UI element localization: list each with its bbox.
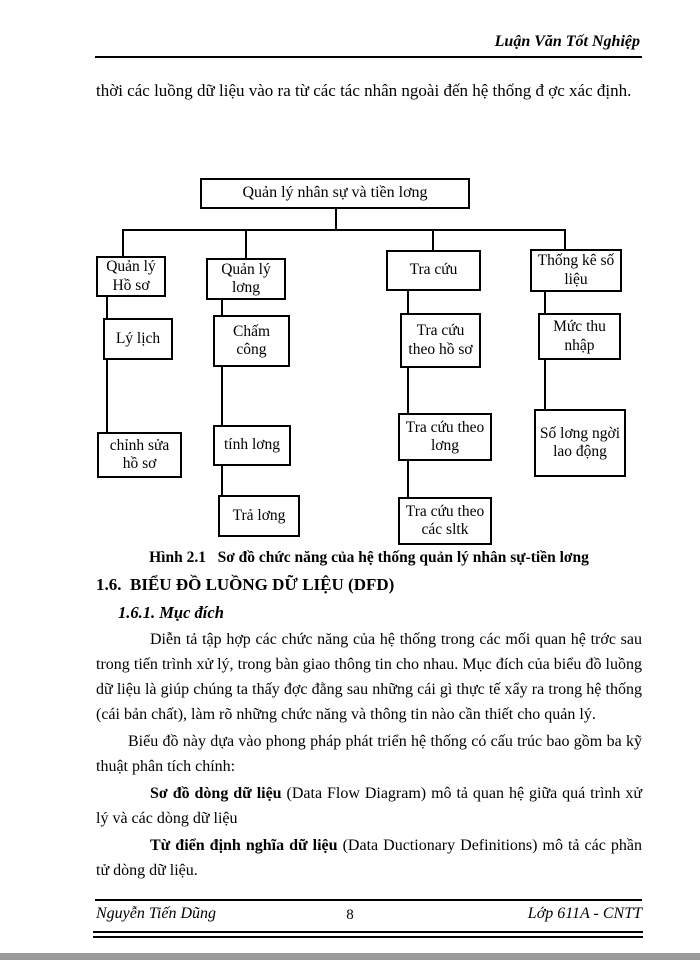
connector-drop-branch3 [432,229,434,251]
scan-edge-artifact [0,953,700,960]
connector-branch2-children [221,299,223,496]
connector-drop-branch1 [122,229,124,257]
child-box-chinh-sua: chỉnh sửa hồ sơ [97,432,182,478]
subsection-heading: 1.6.1. Mục đích [118,603,224,622]
paragraph-dfd-item: Sơ đồ dòng dữ liệu (Data Flow Diagram) m… [96,781,642,831]
connector-drop-branch2 [245,229,247,259]
child-box-tra-cuu-ho-so: Tra cứu theo hồ sơ [400,313,481,368]
paragraph-purpose: Diễn tả tập hợp các chức năng của hệ thố… [96,631,642,723]
child-box-cham-cong: Chấm công [213,315,290,367]
child-box-tinh-luong: tính lơng [213,425,291,466]
body-content: Hình 2.1 Sơ đồ chức năng của hệ thống qu… [96,545,642,883]
child-box-tra-luong: Trả lơng [218,495,300,537]
header-title: Luận Văn Tốt Nghiệp [494,33,640,50]
branch-box-ho-so: Quản lý Hồ sơ [96,256,166,297]
intro-paragraph: thời các luồng dữ liệu vào ra từ các tác… [96,81,632,100]
branch-box-luong: Quản lý lơng [206,258,286,300]
connector-branch3-children [407,291,409,498]
paragraph-method: Biểu đồ này dựa vào phong pháp phát triể… [96,733,642,775]
chart-root-box: Quản lý nhân sự và tiền lơng [200,178,470,209]
child-box-tra-cuu-sltk: Tra cứu theo các sltk [398,497,492,545]
child-box-ly-lich: Lý lịch [103,318,173,360]
branch-box-thong-ke: Thống kê số liệu [530,249,622,292]
connector-horizontal-bar [123,229,566,231]
dfd-item-text: (Data Flow Diagram) mô tả quan hệ giữa q… [96,785,643,827]
dictionary-item-text: (Data Ductionary Definitions) mô tả các … [96,837,642,879]
figure-caption: Hình 2.1 Sơ đồ chức năng của hệ thống qu… [149,549,589,566]
dictionary-item-term: Từ điển định nghĩa dữ liệu [150,837,338,854]
connector-branch1-children [106,296,108,433]
connector-root-stem [335,209,337,230]
footer-class-label: Lớp 611A - CNTT [527,905,642,922]
footer-page-number: 8 [346,907,354,923]
dfd-item-term: Sơ đồ dòng dữ liệu [150,785,282,802]
footer-author: Nguyễn Tiến Dũng [96,905,216,922]
connector-drop-branch4 [564,229,566,250]
child-box-so-luong-lao-dong: Số lơng ngời lao động [534,409,626,477]
footer-rule [95,899,642,901]
footer-double-rule-bottom [93,936,643,938]
section-heading: 1.6. BIỂU ĐỒ LUỒNG DỮ LIỆU (DFD) [96,575,395,594]
paragraph-dictionary-item: Từ điển định nghĩa dữ liệu (Data Duction… [96,833,642,883]
child-box-tra-cuu-luong: Tra cứu theo lơng [398,413,492,461]
footer-double-rule-top [93,931,643,933]
branch-box-tra-cuu: Tra cứu [386,250,481,291]
header-rule [95,56,642,58]
child-box-muc-thu-nhap: Mức thu nhập [538,313,621,360]
